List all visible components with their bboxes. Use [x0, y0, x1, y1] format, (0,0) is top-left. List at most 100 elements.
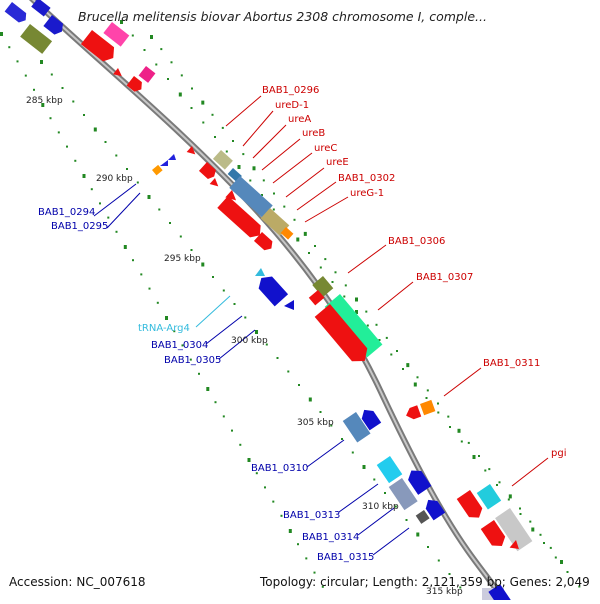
track-dot [242, 153, 245, 156]
track-dot [72, 100, 75, 103]
track-dot [460, 440, 463, 443]
track-dot [24, 74, 27, 77]
gene-label: ureG-1 [350, 188, 384, 199]
track-dot [560, 560, 563, 564]
gene-feature [243, 222, 257, 235]
gene-feature [308, 290, 325, 306]
track-dot [296, 237, 300, 242]
gene-label: BAB1_0307 [416, 272, 473, 283]
track-dot [297, 543, 299, 546]
gene-label: BAB1_0296 [262, 85, 319, 96]
track-dot [543, 542, 545, 544]
track-dot [179, 235, 182, 238]
track-dot [276, 357, 279, 359]
track-dot [156, 301, 159, 304]
track-dot [33, 88, 35, 91]
track-dot [190, 249, 193, 251]
gene-feature [420, 399, 436, 416]
track-dot [366, 324, 369, 327]
track-dot [459, 586, 462, 589]
gene-label: ureB [302, 128, 325, 139]
track-dot [554, 556, 557, 559]
leader-line [106, 192, 141, 229]
gene-feature [324, 294, 383, 358]
track-dot [0, 32, 3, 36]
gene-feature [43, 15, 64, 35]
track-dot [170, 61, 173, 64]
gene-feature [31, 0, 51, 17]
leader-line [261, 138, 301, 171]
leader-line [306, 439, 345, 468]
track-dot [147, 195, 151, 199]
forward-leader-lines [225, 95, 549, 487]
accession-info: Accession:NC_007618 [9, 575, 146, 589]
leader-line [205, 315, 243, 345]
track-dot [206, 387, 210, 391]
track-dot [237, 165, 241, 169]
gene-feature [138, 66, 156, 83]
gene-feature [456, 490, 483, 518]
track-dot [478, 455, 480, 457]
track-dot [334, 271, 337, 274]
track-dot [390, 353, 393, 356]
kbp-label: 315 kbp [426, 587, 463, 597]
track-dot [225, 150, 228, 153]
leader-line [218, 329, 256, 360]
gene-label: ureC [314, 143, 337, 154]
track-dot [416, 532, 420, 537]
gene-feature [425, 499, 446, 521]
track-dot [16, 60, 19, 63]
track-dot [355, 310, 358, 314]
leader-line [304, 196, 349, 223]
track-dot [519, 507, 521, 510]
gene-feature [80, 30, 115, 62]
track-dot [265, 343, 268, 346]
track-dot [355, 297, 358, 302]
gene-feature [20, 23, 53, 54]
leader-line [372, 527, 410, 556]
track-dot [74, 159, 77, 162]
track-dot [288, 529, 292, 533]
gene-label: BAB1_0305 [164, 355, 221, 366]
gene-feature [480, 520, 506, 547]
track-dot [566, 571, 569, 573]
gene-label: BAB1_0315 [317, 552, 374, 563]
track-dot [143, 49, 146, 51]
track-dot [8, 46, 11, 49]
gene-feature [4, 2, 27, 23]
track-dot [178, 92, 182, 97]
track-dot [449, 426, 451, 428]
leader-line [347, 244, 387, 274]
track-dot [255, 472, 258, 475]
track-dot [191, 87, 193, 90]
track-dot [402, 368, 404, 370]
gene-label: BAB1_0304 [151, 340, 208, 351]
track-dot [131, 34, 134, 37]
gene-feature [186, 146, 196, 155]
leader-line [242, 110, 274, 147]
track-dot [351, 451, 354, 454]
gene-feature [284, 300, 294, 310]
track-dot [255, 330, 258, 334]
track-dot [496, 484, 498, 486]
track-dot [104, 141, 107, 143]
topology-value: circular; Length: 2,121,359 bp; Genes: 2… [320, 575, 590, 589]
track-dot [287, 370, 290, 373]
track-dot [158, 208, 161, 211]
track-dot [262, 179, 265, 182]
track-dot [378, 339, 381, 341]
track-dot [303, 231, 307, 236]
track-dot [212, 276, 214, 278]
track-dot [426, 389, 429, 392]
track-dot [57, 131, 60, 134]
kbp-label: 285 kbp [26, 96, 63, 106]
track-dot [264, 486, 266, 489]
gene-label: BAB1_0311 [483, 358, 540, 369]
track-dot [167, 78, 169, 80]
gene-label: BAB1_0302 [338, 173, 395, 184]
track-dot [406, 363, 410, 368]
map-title: Brucella melitensis biovar Abortus 2308 … [78, 9, 487, 24]
track-dot [341, 438, 343, 440]
track-dot [232, 140, 234, 142]
track-dot [298, 384, 300, 386]
